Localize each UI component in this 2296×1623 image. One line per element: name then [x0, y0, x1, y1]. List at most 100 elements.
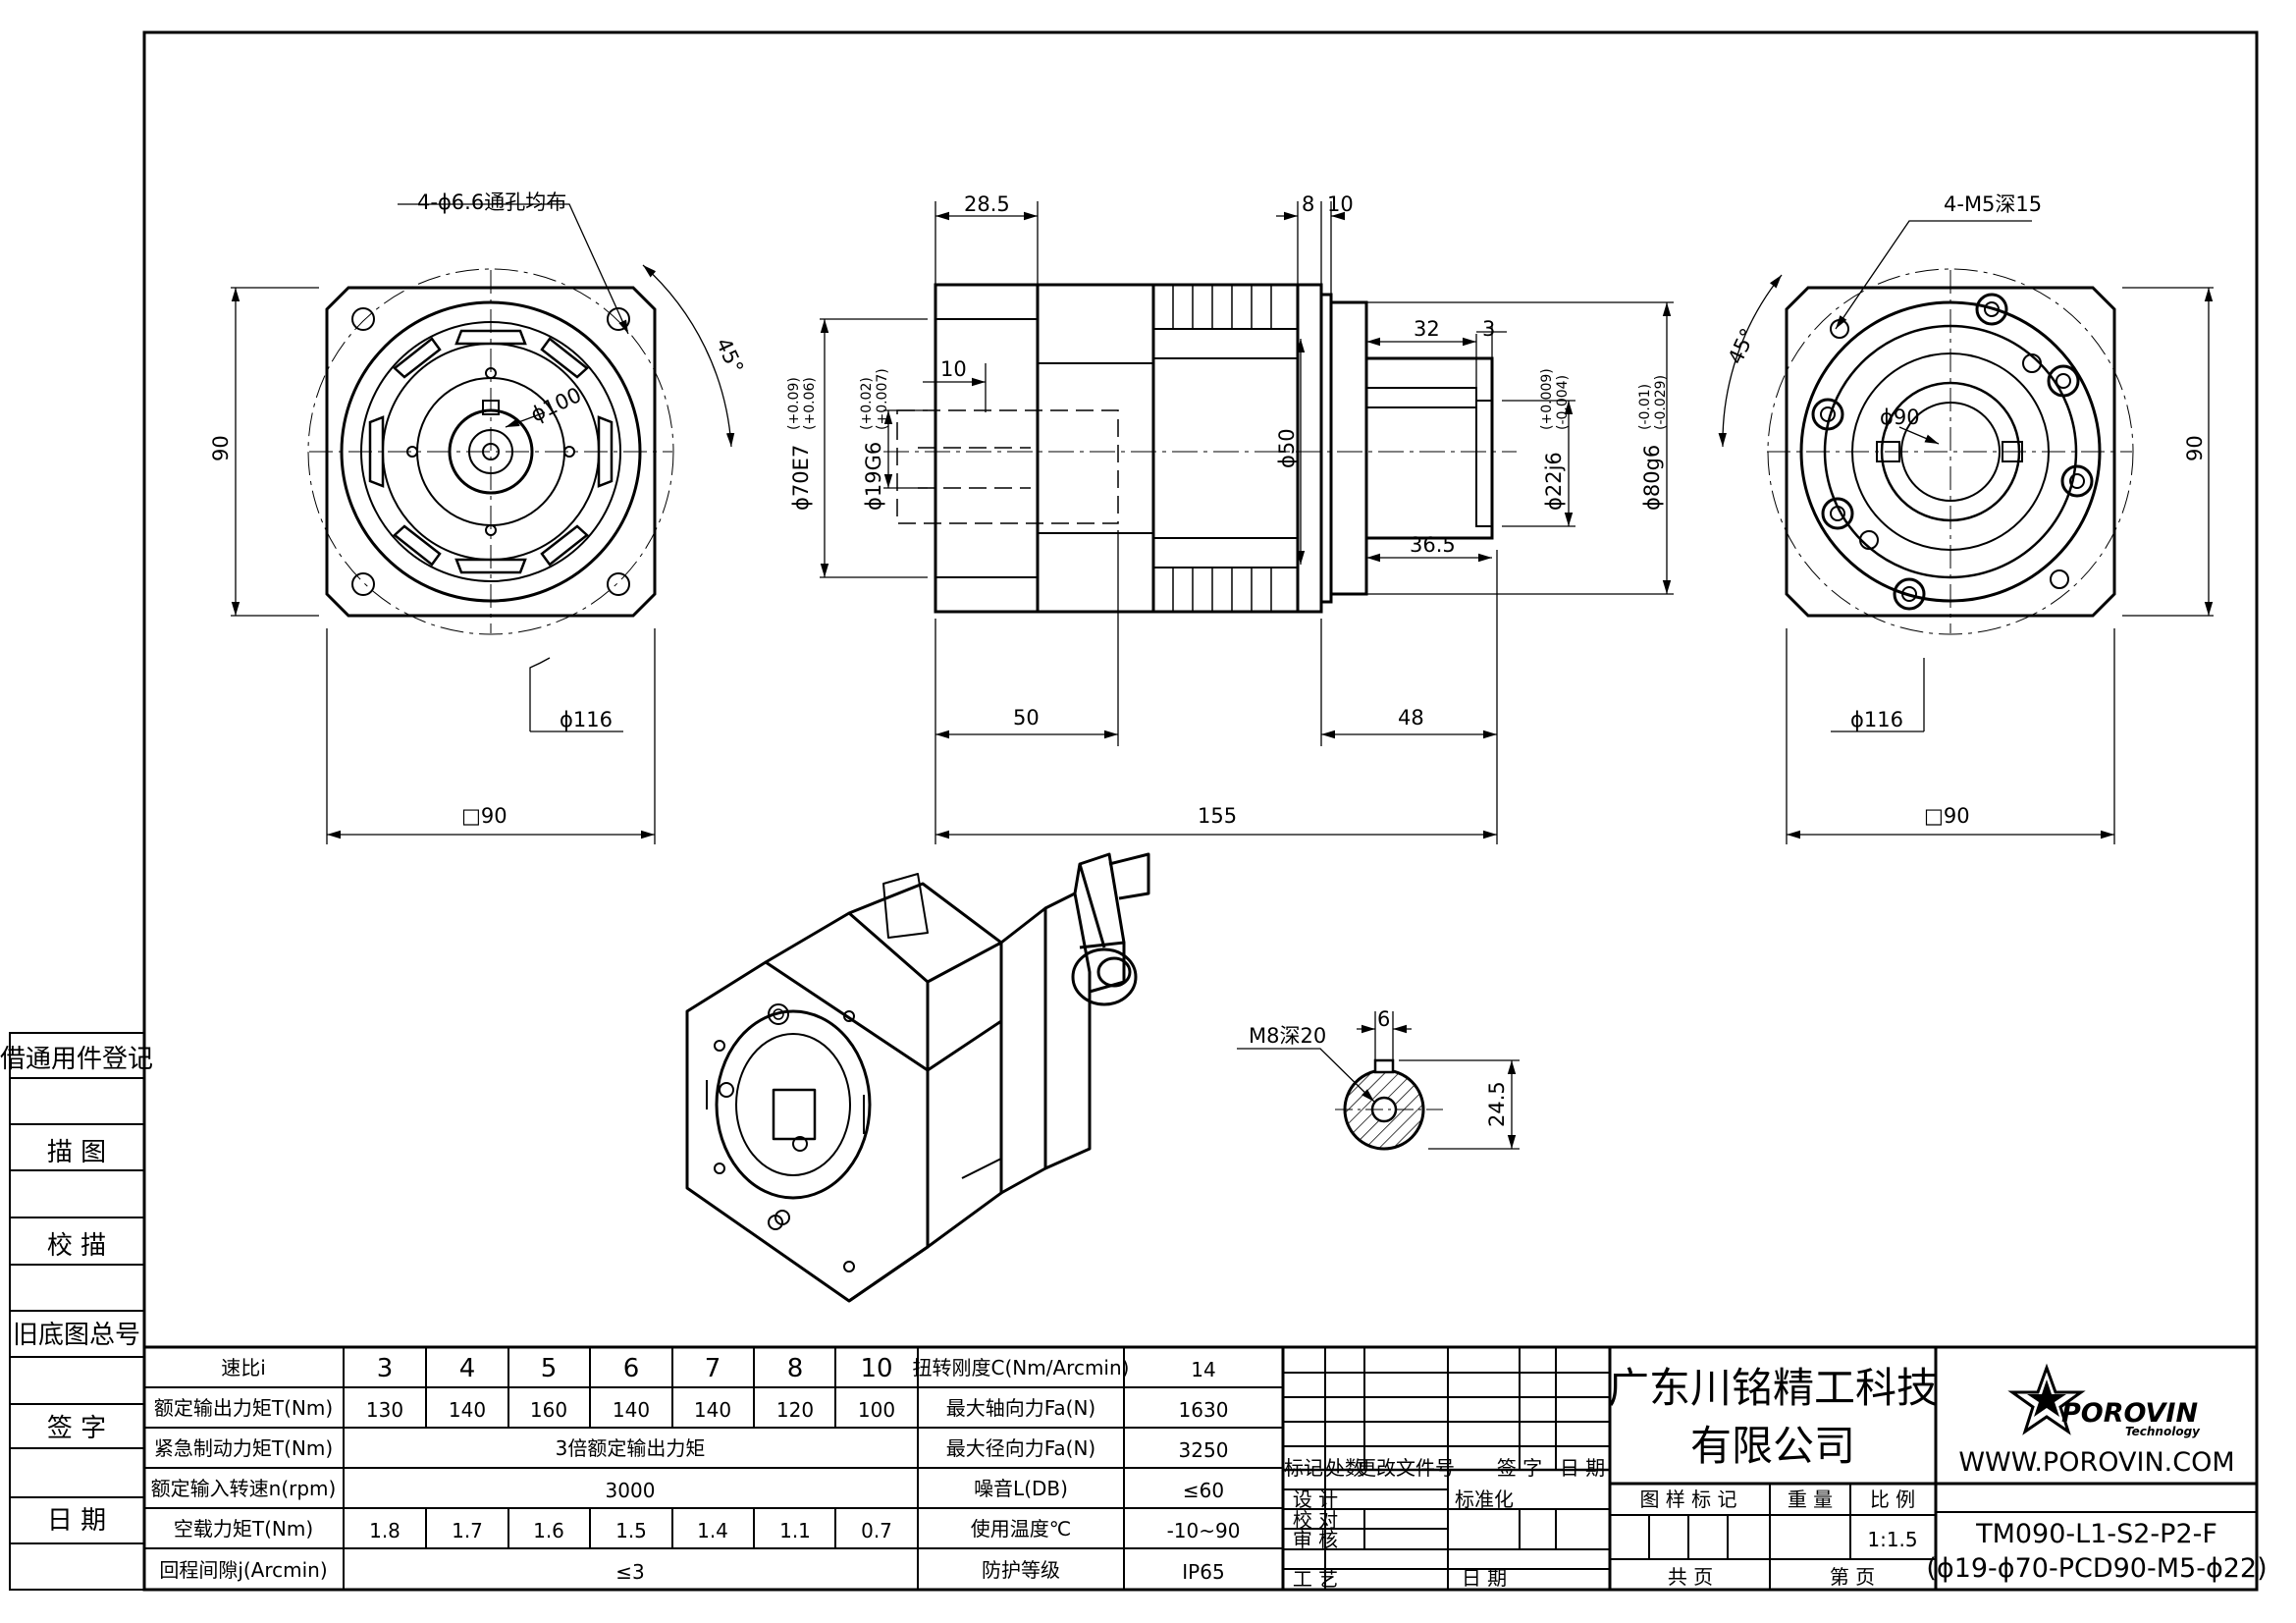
sign-row-design: 设 计 [1293, 1488, 1338, 1511]
input-speed-value: 3000 [606, 1479, 656, 1502]
prop-value-radial-force: 3250 [1179, 1438, 1229, 1462]
dim-36-5: 36.5 [1410, 533, 1456, 557]
dim-10-inner: 10 [940, 357, 967, 381]
key-height: 24.5 [1485, 1081, 1509, 1127]
dia-22-tol-upper: (+0.009) [1539, 368, 1555, 430]
strip-label-trace: 描 图 [47, 1138, 106, 1167]
emergency-torque-value: 3倍额定输出力矩 [556, 1436, 706, 1460]
rear-angle: 45° [1724, 325, 1760, 368]
dim-48: 48 [1398, 706, 1424, 730]
mark-header-weight: 重 量 [1788, 1488, 1833, 1511]
sheet-total: 共 页 [1668, 1565, 1713, 1589]
no-load-torque-value: 1.1 [779, 1519, 811, 1542]
logo-text: POROVIN [2061, 1398, 2198, 1429]
front-pcd: ϕ100 [527, 383, 585, 427]
sheet-number: 第 页 [1830, 1565, 1875, 1589]
rear-side-height: 90 [2183, 435, 2207, 461]
ratio-value: 8 [787, 1354, 804, 1383]
front-view-labels: 4-ϕ6.6通孔均布 45° ϕ100 ϕ116 90 □90 [209, 190, 748, 828]
standardization-label: 标准化 [1455, 1488, 1514, 1511]
holes-note: 4-ϕ6.6通孔均布 [417, 190, 566, 214]
dia-19-tol-upper: (+0.02) [859, 377, 875, 430]
dim-8: 8 [1302, 192, 1314, 216]
rev-header-doc: 更改文件号 [1357, 1456, 1455, 1480]
no-load-torque-value: 1.8 [369, 1519, 400, 1542]
rear-view [1767, 268, 2134, 635]
prop-label-temperature: 使用温度℃ [971, 1517, 1071, 1541]
ratio-value: 10 [860, 1354, 892, 1383]
block-date-label: 日 期 [1462, 1566, 1507, 1590]
rated-torque-value: 120 [776, 1398, 814, 1422]
prop-label-protection: 防护等级 [982, 1558, 1060, 1582]
rear-outer-dia: ϕ116 [1850, 708, 1903, 731]
dia-19-tol-lower: (+0.007) [875, 368, 890, 430]
porovin-logo: POROVIN Technology [2007, 1363, 2201, 1438]
rear-square: □90 [1924, 804, 1970, 828]
no-load-torque-value: 1.6 [533, 1519, 564, 1542]
rated-torque-value: 100 [858, 1398, 895, 1422]
ratio-value: 7 [705, 1354, 721, 1383]
front-view-dimensions [231, 203, 735, 844]
dia-80-tol-upper: (-0.01) [1637, 384, 1653, 430]
prop-value-axial-force: 1630 [1179, 1398, 1229, 1422]
rev-header-mark: 标记 [1284, 1456, 1323, 1480]
row-label-rated-torque: 额定输出力矩T(Nm) [154, 1396, 333, 1420]
dim-3: 3 [1482, 317, 1495, 341]
dia-19: ϕ19G6 [862, 442, 885, 511]
model-line1: TM090-L1-S2-P2-F [1975, 1519, 2217, 1549]
mark-header-sample: 图 样 标 记 [1639, 1488, 1736, 1511]
ratio-label: 速比i [221, 1356, 266, 1380]
prop-label-stiffness: 扭转刚度C(Nm/Arcmin) [913, 1356, 1130, 1380]
rev-header-sign: 签 字 [1497, 1456, 1542, 1480]
thread-note: 4-M5深15 [1944, 192, 2042, 216]
prop-value-noise: ≤60 [1183, 1479, 1224, 1502]
prop-value-protection: IP65 [1182, 1560, 1224, 1584]
prop-value-stiffness: 14 [1191, 1358, 1215, 1381]
rev-header-date: 日 期 [1560, 1456, 1605, 1480]
backlash-value: ≤3 [615, 1560, 644, 1584]
strip-label-old-number: 旧底图总号 [13, 1321, 140, 1350]
row-label-emergency-torque: 紧急制动力矩T(Nm) [154, 1436, 333, 1460]
ratio-value: 6 [623, 1354, 640, 1383]
spec-table: 速比i 3 4 5 6 7 8 10 额定输出力矩T(Nm) 130 140 1… [144, 1345, 2257, 1590]
front-side-height: 90 [209, 435, 233, 461]
row-label-no-load-torque: 空载力矩T(Nm) [174, 1517, 313, 1541]
side-view-dimensions [820, 201, 1674, 844]
shaft-section [1335, 1058, 1443, 1151]
scale-value: 1:1.5 [1867, 1528, 1917, 1551]
no-load-torque-value: 1.7 [452, 1519, 483, 1542]
dim-10-top: 10 [1327, 192, 1354, 216]
prop-value-temperature: -10~90 [1167, 1519, 1241, 1542]
isometric-view [685, 852, 1150, 1303]
shaft-thread: M8深20 [1249, 1024, 1326, 1048]
dia-22-tol-lower: (-0.004) [1555, 375, 1571, 430]
prop-label-noise: 噪音L(DB) [974, 1477, 1068, 1500]
front-view [307, 268, 674, 635]
row-label-backlash: 回程间隙j(Arcmin) [159, 1558, 327, 1582]
ratio-value: 3 [377, 1354, 394, 1383]
left-strip: 借通用件登记 描 图 校 描 旧底图总号 签 字 日 期 [0, 1045, 153, 1544]
website: WWW.POROVIN.COM [1958, 1447, 2234, 1478]
dia-70-tol-lower: (+0.06) [802, 377, 818, 430]
prop-label-axial-force: 最大轴向力Fa(N) [946, 1396, 1096, 1420]
row-label-input-speed: 额定输入转速n(rpm) [151, 1477, 337, 1500]
company-name-line1: 广东川铭精工科技 [1608, 1364, 1938, 1412]
dia-80: ϕ80g6 [1640, 445, 1664, 511]
dim-32: 32 [1414, 317, 1440, 341]
rev-header-count: 处数 [1325, 1456, 1364, 1480]
logo-sub: Technology [2125, 1425, 2201, 1438]
ratio-value: 4 [459, 1354, 476, 1383]
sign-row-process: 工 艺 [1293, 1567, 1338, 1591]
no-load-torque-value: 1.4 [697, 1519, 728, 1542]
dim-50: 50 [1013, 706, 1040, 730]
rear-view-labels: 4-M5深15 45° ϕ90 ϕ116 90 □90 [1724, 192, 2207, 828]
model-line2: (ϕ19-ϕ70-PCD90-M5-ϕ22) [1926, 1553, 2267, 1584]
rated-torque-value: 130 [366, 1398, 403, 1422]
rated-torque-value: 140 [694, 1398, 731, 1422]
shaft-section-dimensions [1237, 1011, 1520, 1150]
shaft-section-labels: 6 24.5 M8深20 [1249, 1007, 1509, 1127]
front-square: □90 [461, 804, 507, 828]
rated-torque-value: 160 [530, 1398, 567, 1422]
key-width: 6 [1377, 1007, 1390, 1031]
